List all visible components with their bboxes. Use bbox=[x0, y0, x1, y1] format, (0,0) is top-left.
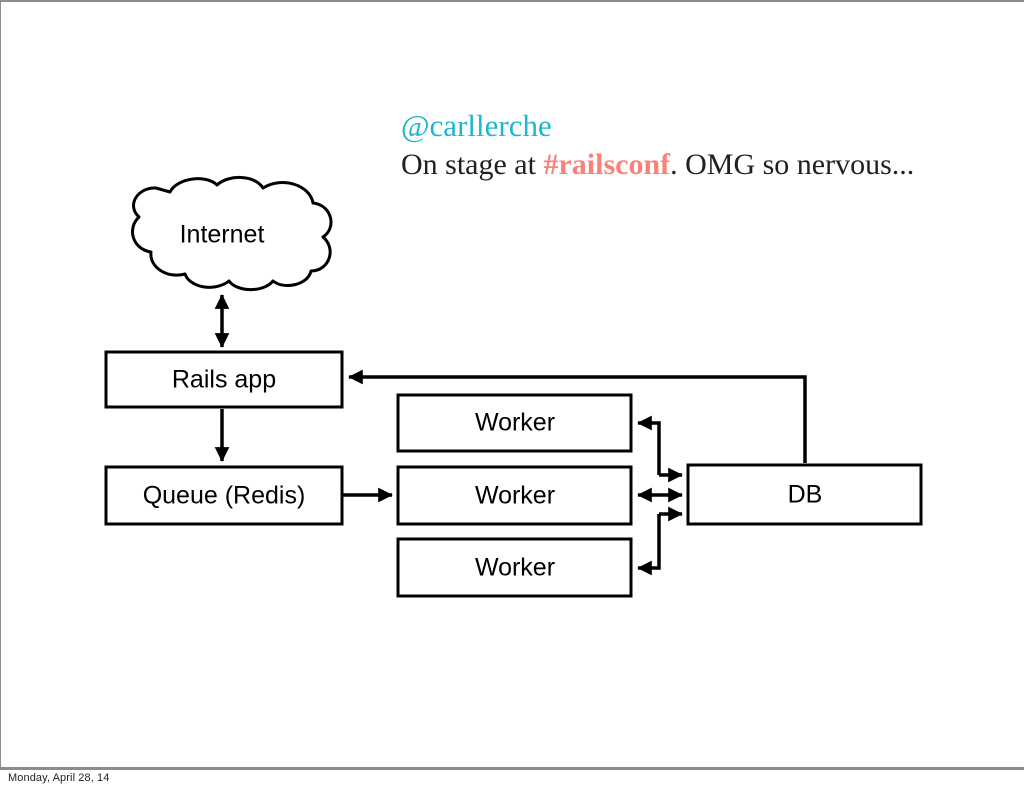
box-db bbox=[686, 463, 923, 526]
edge-db-worker1 bbox=[637, 415, 661, 475]
node-label-internet: Internet bbox=[180, 221, 265, 249]
tweet-body-suffix: . OMG so nervous... bbox=[670, 148, 915, 181]
node-label-worker-3: Worker bbox=[475, 554, 555, 582]
box-worker-2 bbox=[396, 465, 633, 526]
slide-frame: @carllerche On stage at #railsconf. OMG … bbox=[0, 0, 1024, 770]
node-worker-2: Worker bbox=[396, 465, 633, 526]
tweet-body-prefix: On stage at bbox=[401, 148, 544, 181]
node-label-worker-2: Worker bbox=[475, 482, 555, 510]
tweet-handle: @carllerche bbox=[401, 108, 552, 143]
architecture-diagram: Internet Rails app Queue (Redis) bbox=[1, 2, 1024, 768]
slide-canvas: @carllerche On stage at #railsconf. OMG … bbox=[1, 2, 1024, 768]
node-db: DB bbox=[686, 463, 923, 526]
tweet-quote: @carllerche On stage at #railsconf. OMG … bbox=[401, 108, 971, 181]
box-worker-1 bbox=[396, 393, 633, 453]
node-worker-1: Worker bbox=[396, 393, 633, 453]
box-worker-3 bbox=[396, 537, 633, 598]
node-worker-3: Worker bbox=[396, 537, 633, 598]
box-rails-app bbox=[104, 350, 344, 409]
box-queue-redis bbox=[104, 465, 344, 526]
tweet-hashtag: #railsconf bbox=[543, 148, 671, 181]
tweet-body: On stage at #railsconf. OMG so nervous..… bbox=[401, 148, 946, 181]
node-label-db: DB bbox=[788, 481, 823, 509]
node-queue-redis: Queue (Redis) bbox=[104, 465, 344, 526]
edge-db-rails bbox=[348, 369, 807, 463]
node-internet: Internet bbox=[131, 176, 333, 292]
cloud-shape bbox=[131, 176, 333, 292]
node-rails-app: Rails app bbox=[104, 350, 344, 409]
node-label-queue-redis: Queue (Redis) bbox=[143, 482, 306, 510]
footer-date: Monday, April 28, 14 bbox=[8, 772, 110, 784]
node-label-rails-app: Rails app bbox=[172, 366, 276, 394]
node-label-worker-1: Worker bbox=[475, 409, 555, 437]
edge-db-worker3 bbox=[637, 514, 661, 576]
diagram-svg: Internet Rails app Queue (Redis) bbox=[104, 176, 923, 598]
